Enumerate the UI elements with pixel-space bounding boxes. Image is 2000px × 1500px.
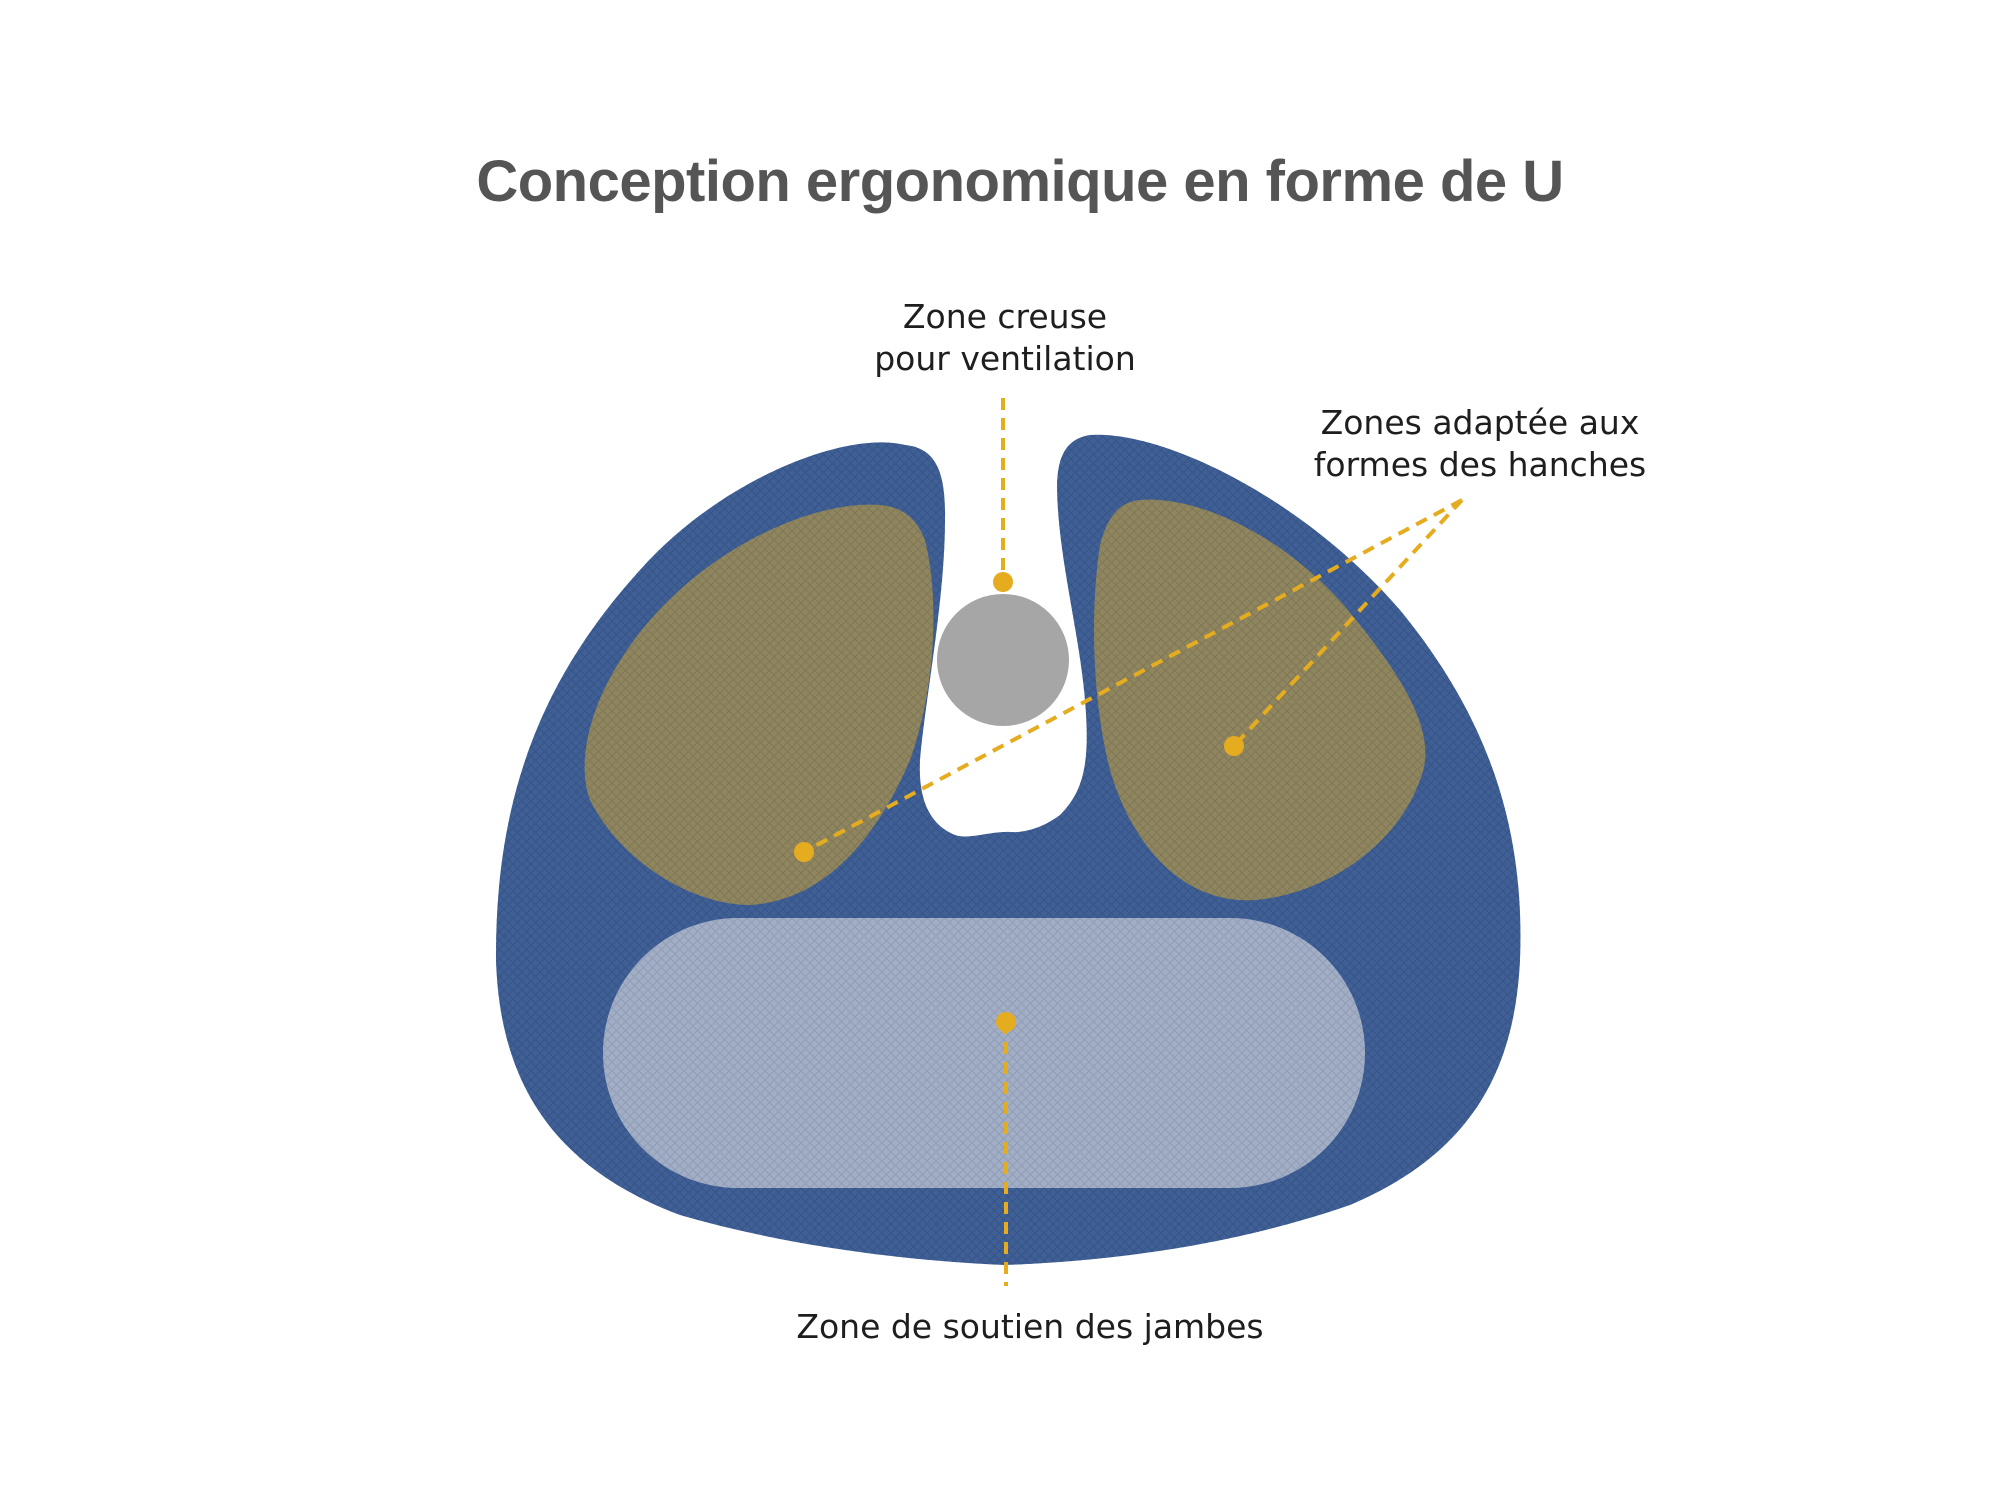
legs-label: Zone de soutien des jambes xyxy=(740,1306,1320,1348)
hips-callout-dot-right xyxy=(1224,736,1244,756)
diagram-title: Conception ergonomique en forme de U xyxy=(476,149,1564,214)
ventilation-label-line1: Zone creuse xyxy=(902,297,1108,336)
hips-label: Zones adaptée aux formes des hanches xyxy=(1270,402,1690,486)
hips-callout-line-right xyxy=(1232,498,1464,748)
legs-callout-dot xyxy=(996,1012,1016,1032)
ventilation-circle xyxy=(937,594,1069,726)
hips-callout-dot-left xyxy=(794,842,814,862)
legs-label-line1: Zone de soutien des jambes xyxy=(796,1307,1264,1346)
callout-lines xyxy=(803,398,1464,1286)
ventilation-label-line2: pour ventilation xyxy=(874,339,1136,378)
vent-callout-dot xyxy=(993,572,1013,592)
hips-label-line2: formes des hanches xyxy=(1313,445,1647,484)
hips-callout-line-left xyxy=(803,498,1463,854)
hips-label-line1: Zones adaptée aux xyxy=(1320,403,1640,442)
ventilation-label: Zone creuse pour ventilation xyxy=(800,296,1210,380)
seat-cushion xyxy=(495,434,1521,1265)
